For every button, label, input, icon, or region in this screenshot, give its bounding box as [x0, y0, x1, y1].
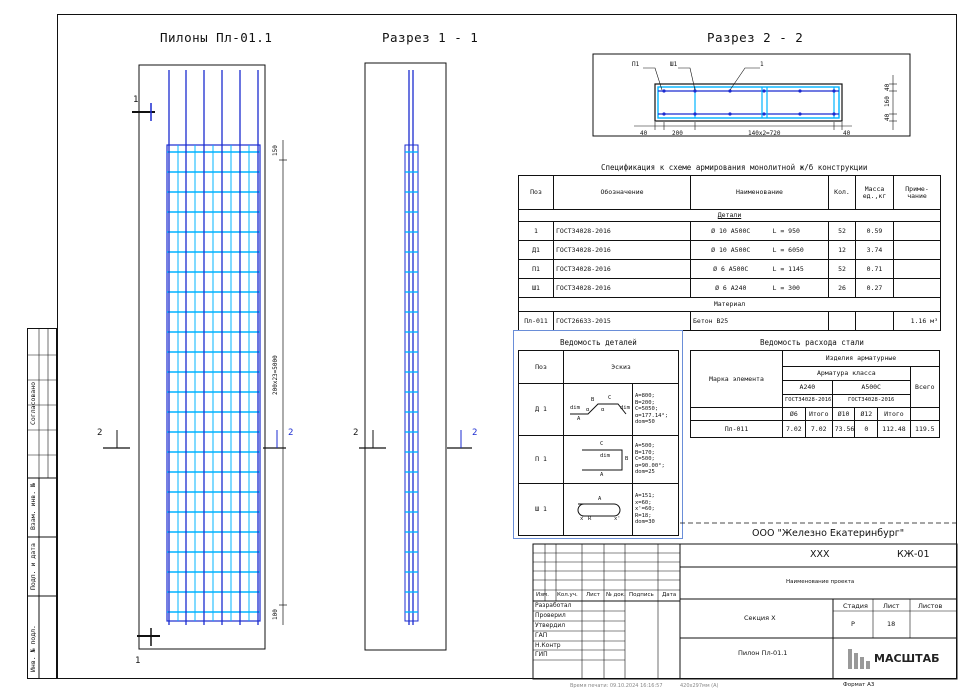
project-name-label: Наименование проекта [786, 579, 855, 585]
side-inv-orig: Инв. № подл. [29, 625, 37, 672]
logo-text: МАСШТАБ [874, 652, 940, 665]
col-kol: Кол.уч. [557, 592, 578, 598]
print-time: Время печати: 09.10.2024 16:16:57 [570, 683, 663, 689]
sketch-sh1: x R A x' [563, 483, 633, 536]
spec-title: Спецификация к схеме армирования монолит… [601, 163, 868, 172]
spec-table: Поз Обозначение Наименование Кол. Масса … [518, 175, 941, 331]
spec-group-details: Детали [518, 209, 941, 222]
sec11-cut-right: 2 [472, 428, 478, 438]
col-date: Дата [662, 592, 677, 598]
dim-bottom: 100 [272, 609, 279, 620]
cut-1-bottom-label: 1 [135, 656, 141, 666]
stage-header: Стадия [843, 602, 868, 610]
role-gap: ГАП [535, 632, 548, 639]
section22-title: Разрез 2 - 2 [707, 30, 804, 45]
details-row: П 1 C dim B A A=500; B=170; C=500; α=90.… [518, 435, 680, 484]
details-row: Д 1 dim α B C α dim A A=800; B=200; C=50… [518, 383, 680, 436]
sec22-vdim-2: 160 [884, 96, 891, 107]
sec22-dim-2: 200 [672, 130, 683, 137]
cut-2-left-label: 2 [97, 428, 103, 438]
sec22-dim-3: 140х2=720 [748, 130, 781, 137]
sheets-header: Листов [918, 602, 943, 610]
pylon-title: Пилоны Пл-01.1 [160, 30, 273, 45]
col-izm: Изм. [536, 592, 549, 598]
sec22-dim-1: 40 [640, 130, 648, 137]
sheet-value: 18 [887, 620, 896, 628]
logo: МАСШТАБ [848, 645, 948, 671]
dim-total: 200х23=5000 [272, 355, 279, 395]
drawing-code: КЖ-01 [897, 549, 930, 560]
sec22-label-sh1: Ш1 [670, 61, 678, 68]
spec-h-mass: Масса ед.,кг [855, 175, 894, 210]
details-title: Ведомость деталей [560, 338, 637, 347]
role-normcontrol: Н.Контр [535, 642, 561, 649]
side-sign-date: Подп. и дата [29, 543, 37, 590]
sketch-d1: dim α B C α dim A [563, 383, 633, 436]
role-developer: Разработал [535, 602, 572, 609]
sec22-vdim-3: 40 [884, 113, 891, 121]
logo-mark-icon [848, 649, 870, 669]
details-row: Ш 1 x R A x' A=151; x=60; x'=60; R=18; d… [518, 483, 680, 536]
details-highlight [513, 330, 683, 539]
sec11-cut-left: 2 [353, 428, 359, 438]
side-inv-sub: Взам. инв. № [29, 483, 37, 530]
side-agreed: Согласовано [29, 381, 37, 425]
role-checker: Проверил [535, 612, 566, 619]
sheet-header: Лист [883, 602, 900, 610]
sec22-dim-4: 40 [843, 130, 851, 137]
steel-title: Ведомость расхода стали [760, 338, 864, 347]
cut-1-top-label: 1 [133, 95, 139, 105]
drawing-frame [57, 14, 957, 679]
side-stamp [27, 328, 57, 679]
section11-title: Разрез 1 - 1 [382, 30, 479, 45]
spec-group-material: Материал [518, 297, 941, 312]
paper-size: 420х297мм (А) [680, 683, 719, 689]
cut-2-right-label: 2 [288, 428, 294, 438]
col-list: Лист [586, 592, 600, 598]
steel-table: Марка элемента Изделия арматурные Армату… [690, 350, 941, 438]
company-name: ООО "Железно Екатеринбург" [752, 528, 905, 539]
role-approver: Утвердил [535, 622, 566, 629]
dim-top: 150 [272, 145, 279, 156]
project-code: ХХХ [810, 549, 830, 560]
section-name: Секция Х [744, 614, 776, 622]
spec-h-doc: Обозначение [553, 175, 691, 210]
spec-h-name: Наименование [690, 175, 829, 210]
spec-h-note: Приме-чание [893, 175, 941, 210]
sec22-label-1: 1 [760, 61, 764, 68]
role-gip: ГИП [535, 651, 548, 658]
stage-value: Р [851, 620, 855, 628]
sec22-vdim-1: 40 [884, 83, 891, 91]
col-doc: № док. [606, 592, 626, 598]
spec-h-pos: Поз [518, 175, 554, 210]
spec-h-qty: Кол. [828, 175, 856, 210]
drawing-name: Пилон Пл-01.1 [738, 649, 788, 657]
sec22-label-p1: П1 [632, 61, 640, 68]
col-sign: Подпись [629, 592, 654, 598]
format-label: Формат А3 [843, 682, 875, 688]
sketch-p1: C dim B A [563, 435, 633, 484]
